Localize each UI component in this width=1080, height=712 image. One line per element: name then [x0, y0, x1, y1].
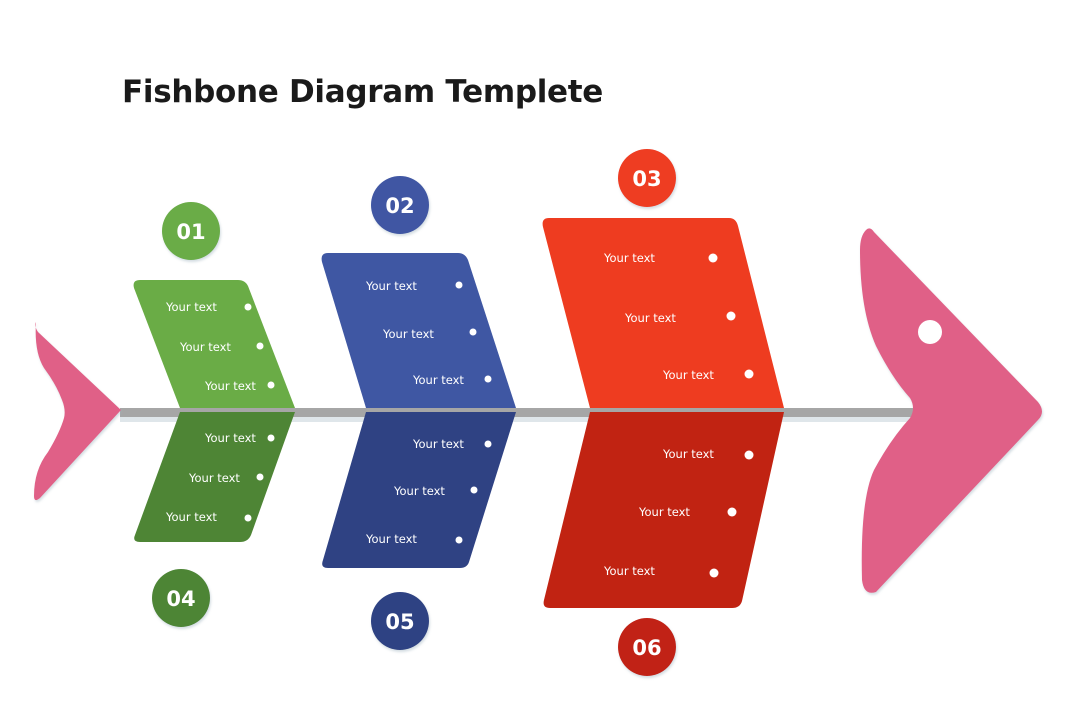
fish-eye-icon	[918, 320, 942, 344]
bone-05-item[interactable]: Your text	[365, 532, 463, 546]
bone-04-item[interactable]: Your text	[204, 431, 275, 445]
bullet-icon	[256, 473, 264, 481]
fish-tail-icon	[34, 322, 121, 501]
bone-05-item-2-label: Your text	[393, 484, 445, 498]
bullet-icon	[470, 486, 478, 494]
bullet-icon	[244, 514, 252, 522]
bone-04-item[interactable]: Your text	[165, 510, 252, 524]
bone-03-number: 03	[632, 167, 661, 191]
fish-head-icon	[860, 228, 1042, 593]
bullet-icon	[267, 434, 275, 442]
bone-03-item-2-label: Your text	[624, 311, 676, 325]
bone-02-number: 02	[385, 194, 414, 218]
bone-04-item-3-label: Your text	[165, 510, 217, 524]
bullet-icon	[267, 381, 275, 389]
bone-03-number-badge: 03	[618, 149, 676, 207]
bone-04-number-badge: 04	[152, 569, 210, 627]
bone-06-number-badge: 06	[618, 618, 676, 676]
bone-01-item-3-label: Your text	[204, 379, 256, 393]
bone-06-item[interactable]: Your text	[662, 447, 754, 461]
bullet-icon	[256, 342, 264, 350]
bone-06-number: 06	[632, 636, 661, 660]
bullet-icon	[727, 507, 737, 517]
bone-02-panel	[321, 253, 516, 408]
bone-06: Your text Your text Your text 06	[543, 412, 784, 676]
bone-04-panel	[134, 412, 295, 542]
bone-02-item[interactable]: Your text	[365, 279, 463, 293]
bone-01-item[interactable]: Your text	[179, 340, 264, 354]
bone-03: Your text Your text Your text 03	[542, 149, 784, 408]
spine	[120, 408, 915, 422]
bullet-icon	[744, 369, 754, 379]
bullet-icon	[709, 568, 719, 578]
bone-04-item-2-label: Your text	[188, 471, 240, 485]
bone-02-number-badge: 02	[371, 176, 429, 234]
bone-01-item[interactable]: Your text	[165, 300, 252, 314]
bone-06-panel	[543, 412, 784, 608]
bone-01-item-2-label: Your text	[179, 340, 231, 354]
bone-05-number: 05	[385, 610, 414, 634]
bone-02-item-1-label: Your text	[365, 279, 417, 293]
bone-02-item[interactable]: Your text	[412, 373, 492, 387]
bone-04-number: 04	[166, 587, 195, 611]
bullet-icon	[744, 450, 754, 460]
bone-06-item-3-label: Your text	[603, 564, 655, 578]
bullet-icon	[455, 536, 463, 544]
bone-05: Your text Your text Your text 05	[322, 412, 516, 650]
bone-03-panel	[542, 218, 784, 408]
bone-01: Your text Your text Your text 01	[133, 202, 295, 408]
bone-03-item[interactable]: Your text	[624, 311, 736, 325]
bone-01-number-badge: 01	[162, 202, 220, 260]
page-title: Fishbone Diagram Templete	[122, 74, 604, 110]
bone-02-item-3-label: Your text	[412, 373, 464, 387]
bone-03-item-1-label: Your text	[603, 251, 655, 265]
bone-01-item[interactable]: Your text	[204, 379, 275, 393]
bone-02: Your text Your text Your text 02	[321, 176, 516, 408]
bone-05-number-badge: 05	[371, 592, 429, 650]
bone-04: Your text Your text Your text 04	[134, 412, 295, 627]
bone-06-item-2-label: Your text	[638, 505, 690, 519]
bone-01-panel	[133, 280, 295, 408]
bullet-icon	[484, 375, 492, 383]
bone-05-item-3-label: Your text	[365, 532, 417, 546]
bone-04-item-1-label: Your text	[204, 431, 256, 445]
bone-05-panel	[322, 412, 516, 568]
bone-03-item[interactable]: Your text	[662, 368, 754, 382]
bullet-icon	[726, 311, 736, 321]
bone-05-item[interactable]: Your text	[393, 484, 478, 498]
bone-02-item[interactable]: Your text	[382, 327, 477, 341]
bullet-icon	[244, 303, 252, 311]
bone-04-item[interactable]: Your text	[188, 471, 264, 485]
bullet-icon	[484, 440, 492, 448]
bone-03-item[interactable]: Your text	[603, 251, 718, 265]
bone-06-item-1-label: Your text	[662, 447, 714, 461]
bone-06-item[interactable]: Your text	[603, 564, 719, 578]
bone-06-item[interactable]: Your text	[638, 505, 737, 519]
bone-03-item-3-label: Your text	[662, 368, 714, 382]
bone-01-item-1-label: Your text	[165, 300, 217, 314]
bone-05-item[interactable]: Your text	[412, 437, 492, 451]
bone-05-item-1-label: Your text	[412, 437, 464, 451]
bullet-icon	[455, 281, 463, 289]
bone-01-number: 01	[176, 220, 205, 244]
bullet-icon	[469, 328, 477, 336]
bone-02-item-2-label: Your text	[382, 327, 434, 341]
bullet-icon	[708, 253, 718, 263]
